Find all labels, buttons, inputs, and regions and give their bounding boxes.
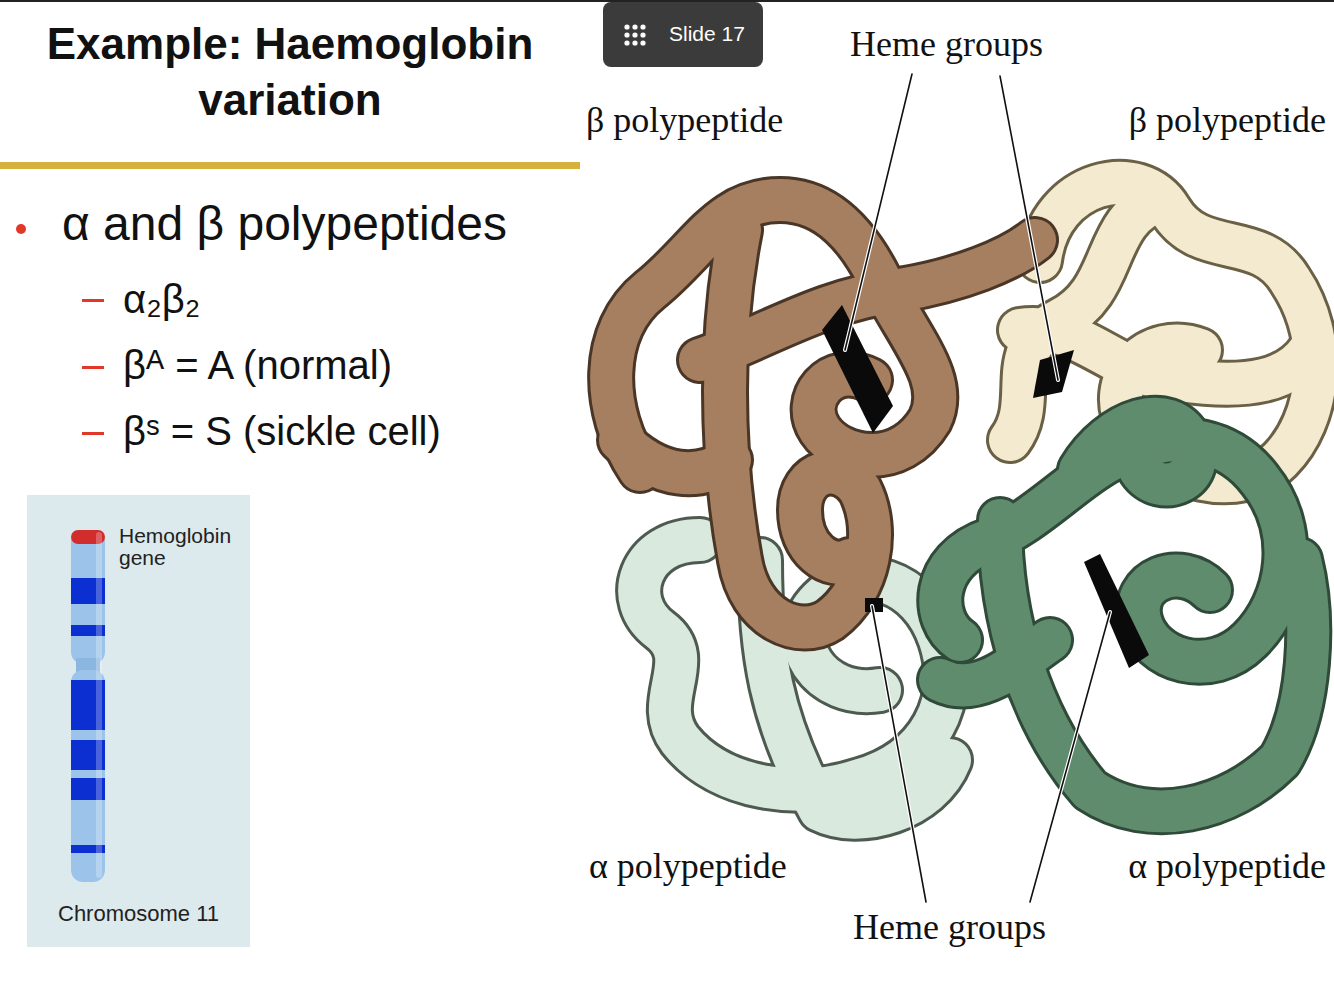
- heme-group: [822, 305, 1149, 668]
- sub-bullet-text: α₂β₂: [123, 276, 200, 322]
- sub-bullet-text: βᴬ = A (normal): [123, 342, 392, 388]
- polypeptide-label: α polypeptide: [589, 846, 787, 887]
- sub-bullet-dash: [82, 299, 104, 302]
- slide-badge: Slide 17: [603, 2, 763, 67]
- slide-badge: [603, 2, 763, 67]
- slide-title: Example: Haemoglobin variation: [20, 16, 560, 128]
- polypeptide-label: α polypeptide: [1128, 846, 1326, 887]
- polypeptide-label: β polypeptide: [1129, 100, 1326, 141]
- chromosome-11: [71, 530, 105, 882]
- chromosome-label: Chromosome 11: [27, 900, 250, 928]
- gene-label: Hemoglobin gene: [119, 525, 244, 569]
- grid-icon: [624, 24, 645, 45]
- badge-text: Slide 17: [669, 22, 745, 46]
- leader-line: [845, 74, 1110, 902]
- title-rule: [0, 162, 580, 169]
- chromosome-panel: Hemoglobin geneChromosome 11: [27, 495, 250, 947]
- heme-label: Heme groups: [853, 907, 1046, 948]
- sub-bullet-dash: [82, 432, 104, 435]
- sub-bullet-dash: [82, 366, 104, 369]
- polypeptide-label: β polypeptide: [586, 100, 783, 141]
- sub-bullet-text: βˢ = S (sickle cell): [123, 408, 441, 454]
- top-border: [0, 0, 1334, 2]
- heme-label: Heme groups: [850, 24, 1043, 65]
- bullet-text: α and β polypeptides: [62, 196, 507, 251]
- bullet-dot: [16, 224, 26, 234]
- haemoglobin-molecule: [611, 183, 1315, 818]
- chromosome-panel: [27, 495, 250, 947]
